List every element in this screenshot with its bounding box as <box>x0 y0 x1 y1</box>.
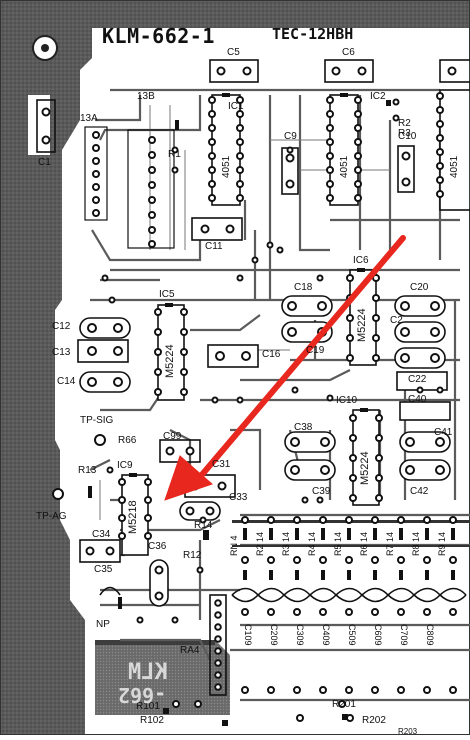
r102-label: R102 <box>140 715 164 726</box>
rn-label-4: R4 14 <box>307 531 317 556</box>
tp-sig-label: TP-SIG <box>80 415 114 426</box>
rn-label-7: R7 14 <box>385 531 395 556</box>
ic10-label: IC10 <box>336 395 358 406</box>
c18-label: C18 <box>294 282 313 293</box>
ic6-label: IC6 <box>353 255 369 266</box>
c11-label: C11 <box>205 241 223 252</box>
c41-label: C41 <box>434 427 453 438</box>
bottom-cap-label-4: C409 <box>321 624 331 646</box>
c36-label: C36 <box>148 541 167 552</box>
r66-label: R66 <box>118 435 137 446</box>
ic2-label: IC2 <box>370 91 386 102</box>
c1-label: C1 <box>38 157 51 168</box>
tp-ag-label: TP-AG <box>36 511 67 522</box>
r1-label: R1 <box>168 149 181 160</box>
bottom-cap-label-3: C309 <box>295 624 305 646</box>
c42-label: C42 <box>410 486 429 497</box>
r201-label: R201 <box>332 699 356 710</box>
board-model-label: KLM-662-1 <box>102 24 215 48</box>
r13-label: R13 <box>78 465 97 476</box>
rn-label-3: R3 14 <box>281 531 291 556</box>
c31-label: C31 <box>212 459 231 470</box>
silk-block <box>95 640 230 715</box>
annotation-arrow <box>164 235 406 501</box>
13b-label: 13B <box>137 91 155 102</box>
ic1-part-label: 4051 <box>221 155 232 178</box>
ic-outlines <box>84 89 470 556</box>
c6-label: C6 <box>342 47 355 58</box>
c39-label: C39 <box>312 486 331 497</box>
ra4-label: RA4 <box>180 645 200 656</box>
ic1-label: IC1 <box>228 101 244 112</box>
c13-label: C13 <box>52 347 71 358</box>
r203-label: R203 <box>398 727 418 736</box>
small-parts <box>88 100 455 726</box>
r202-label: R202 <box>362 715 386 726</box>
c35-label: C35 <box>94 564 113 575</box>
rn-label-9: R9 14 <box>437 531 447 556</box>
bottom-cap-label-7: C709 <box>399 624 409 646</box>
rn-label-6: R6 14 <box>359 531 369 556</box>
c14-label: C14 <box>57 376 76 387</box>
ic5-part-label: M5224 <box>164 344 176 378</box>
ic9-label: IC9 <box>117 460 133 471</box>
ic10-part-label: M5224 <box>359 451 371 485</box>
cap-boxes <box>36 59 470 696</box>
c12-label: C12 <box>52 321 71 332</box>
c38-label: C38 <box>294 422 313 433</box>
board-series-label: TEC-12HBH <box>272 25 354 43</box>
c40-label: C40 <box>408 394 427 405</box>
c9-label: C9 <box>284 131 297 142</box>
ic3-part-label: 4051 <box>449 155 460 178</box>
c10-label: C10 <box>398 131 417 142</box>
np-label: NP <box>96 619 110 630</box>
rn-label-8: R8 14 <box>411 531 421 556</box>
c33-label: C33 <box>229 492 248 503</box>
bottom-cap-label-5: C509 <box>347 624 357 646</box>
13a-label: 13A <box>80 113 98 124</box>
cap-capsules <box>79 295 451 607</box>
ic2-part-label: 4051 <box>339 155 350 178</box>
c34-label: C34 <box>92 529 111 540</box>
r2-label: R2 <box>398 118 411 129</box>
c21-label: C2 <box>390 315 403 326</box>
ic6-part-label: M5224 <box>356 308 368 342</box>
mirrored-silk-line2: -662 <box>118 683 167 707</box>
ic9-part-label: M5218 <box>127 500 139 534</box>
bottom-cap-label-8: C809 <box>425 624 435 646</box>
c16-label: C16 <box>262 349 281 360</box>
r3-label: R3 <box>398 128 411 139</box>
rn-label-5: R5 14 <box>333 531 343 556</box>
mirrored-silk-line1: KLM <box>128 660 168 685</box>
c5-label: C5 <box>227 47 240 58</box>
c20-label: C20 <box>410 282 429 293</box>
c19-label: C19 <box>306 345 325 356</box>
r14-label: R14 <box>194 520 213 531</box>
rn-label-2: R2 14 <box>255 531 265 556</box>
r12-label: R12 <box>183 550 202 561</box>
bottom-cap-label-6: C609 <box>373 624 383 646</box>
c99-label: C99 <box>163 431 182 442</box>
resistor-arches <box>99 586 467 603</box>
r101-label: R101 <box>136 701 160 712</box>
bottom-cap-label-2: C209 <box>269 624 279 646</box>
rn-label-1: RN 4 <box>229 535 239 556</box>
ic5-label: IC5 <box>159 289 175 300</box>
bottom-cap-label-1: C109 <box>243 624 253 646</box>
c22-label: C22 <box>408 374 427 385</box>
